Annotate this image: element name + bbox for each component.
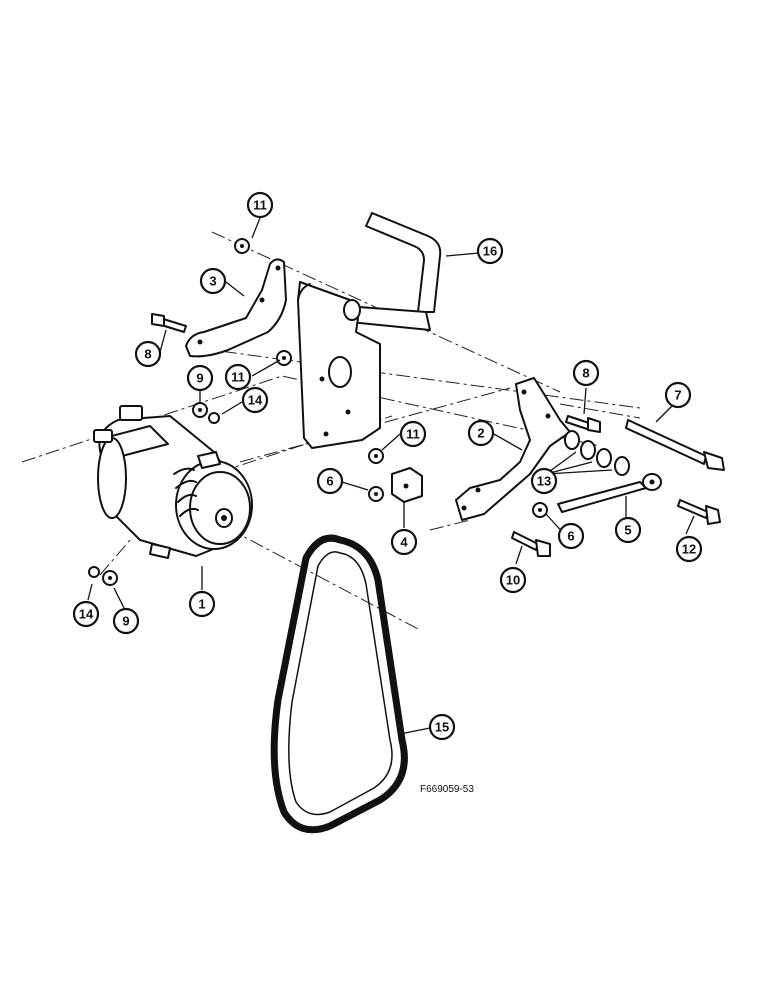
callout-c6b: 6 (557, 522, 585, 550)
part-3-upper-bracket (185, 258, 287, 358)
callout-c9b: 9 (112, 607, 140, 635)
callout-c3: 3 (199, 267, 227, 295)
callout-c11b: 11 (224, 363, 252, 391)
svg-text:3: 3 (209, 274, 216, 289)
svg-text:12: 12 (682, 542, 696, 557)
callout-c12: 12 (675, 535, 703, 563)
hardware-nuts-washers (88, 238, 630, 586)
svg-text:9: 9 (196, 371, 203, 386)
callout-c14a: 14 (241, 386, 269, 414)
part-16-crank-bracket (297, 212, 442, 449)
svg-text:6: 6 (567, 529, 574, 544)
svg-text:7: 7 (674, 388, 681, 403)
part-1-compressor (93, 405, 253, 559)
callout-c5: 5 (614, 516, 642, 544)
svg-text:11: 11 (406, 427, 420, 442)
callout-c7: 7 (664, 381, 692, 409)
part-10-bolt (511, 531, 551, 557)
svg-text:2: 2 (477, 426, 484, 441)
callout-c11a: 11 (246, 191, 274, 219)
callout-c15: 15 (428, 713, 456, 741)
callout-c8a: 8 (134, 340, 162, 368)
callout-c10: 10 (499, 566, 527, 594)
svg-text:14: 14 (248, 393, 263, 408)
svg-text:8: 8 (582, 366, 589, 381)
svg-text:15: 15 (435, 720, 449, 735)
svg-text:10: 10 (506, 573, 520, 588)
callout-c8b: 8 (572, 359, 600, 387)
callout-c9a: 9 (186, 364, 214, 392)
part-4-adjusting-block (391, 467, 423, 503)
callout-c6a: 6 (316, 467, 344, 495)
part-8-bolts (151, 313, 601, 433)
svg-text:8: 8 (144, 347, 151, 362)
part-7-long-bolt (625, 419, 725, 471)
part-15-drive-belt (270, 534, 408, 834)
callout-c13: 13 (530, 467, 558, 495)
callout-c4: 4 (390, 528, 418, 556)
callout-c1: 1 (188, 590, 216, 618)
part-12-bolt (677, 499, 721, 525)
svg-text:11: 11 (231, 370, 245, 385)
figure-code: F669059-53 (420, 784, 474, 795)
svg-text:4: 4 (400, 535, 408, 550)
part-2-right-bracket (455, 377, 571, 521)
svg-text:16: 16 (483, 244, 497, 259)
callout-c14b: 14 (72, 600, 100, 628)
svg-text:13: 13 (537, 474, 551, 489)
callout-c16: 16 (476, 237, 504, 265)
svg-text:1: 1 (198, 597, 205, 612)
callout-c11c: 11 (399, 420, 427, 448)
svg-text:5: 5 (624, 523, 631, 538)
svg-text:6: 6 (326, 474, 333, 489)
svg-text:11: 11 (253, 198, 267, 213)
part-5-adjusting-rod (557, 473, 662, 513)
callout-c2: 2 (467, 419, 495, 447)
svg-text:9: 9 (122, 614, 129, 629)
svg-text:14: 14 (79, 607, 94, 622)
